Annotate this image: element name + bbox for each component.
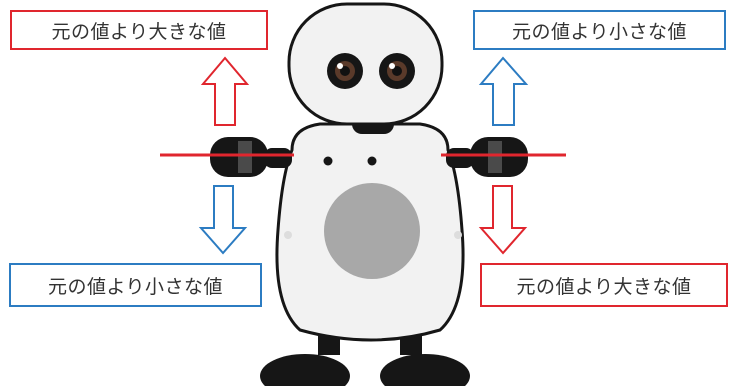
robot-body-dot-right xyxy=(367,156,377,166)
robot-eye-left xyxy=(327,53,363,89)
label-top-right: 元の値より小さな値 xyxy=(473,10,726,50)
arrow-up-outline-icon xyxy=(200,56,250,126)
arrow-down-outline-icon xyxy=(478,185,528,255)
robot-arm-left xyxy=(210,137,292,177)
label-top-left: 元の値より大きな値 xyxy=(10,10,268,50)
label-bottom-left: 元の値より小さな値 xyxy=(9,263,262,307)
arrow-up-outline-icon xyxy=(478,56,529,126)
robot-eye-right xyxy=(379,53,415,89)
robot-head xyxy=(287,2,444,126)
robot-arm-right xyxy=(446,137,528,177)
label-bottom-right: 元の値より大きな値 xyxy=(480,263,728,307)
robot-belly xyxy=(324,183,420,279)
arrow-down-outline-icon xyxy=(198,185,248,255)
robot-body-dot-left xyxy=(323,156,333,166)
